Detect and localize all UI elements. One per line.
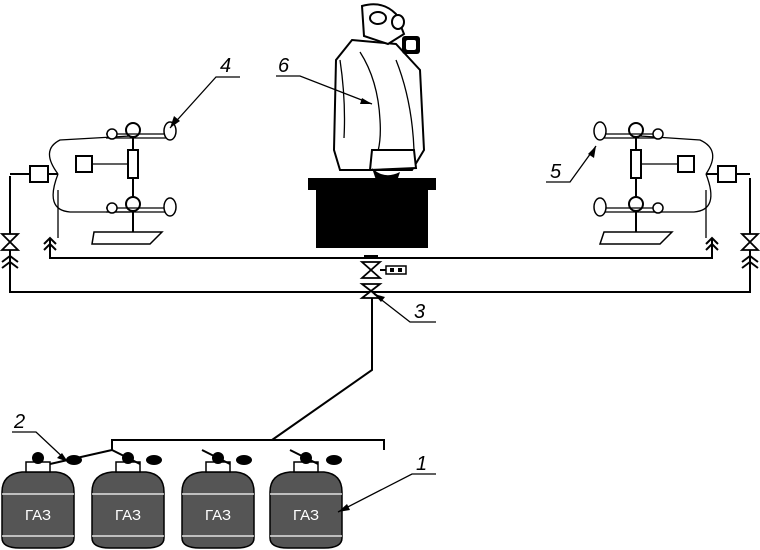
gas-cylinder: ГАЗ <box>91 449 165 549</box>
gas-cylinder: ГАЗ <box>1 449 113 549</box>
burner-assembly-right <box>593 121 760 269</box>
gas-cylinder-label: ГАЗ <box>205 507 231 524</box>
callout-3: 3 <box>414 301 425 323</box>
callout-leaders <box>12 75 597 513</box>
operator-figure <box>308 3 436 248</box>
callout-2: 2 <box>13 411 25 433</box>
gas-cylinders: ГАЗ ГАЗ ГАЗ <box>1 449 343 549</box>
gas-cylinder: ГАЗ <box>181 449 255 549</box>
gas-cylinder-label: ГАЗ <box>293 507 319 524</box>
callout-5: 5 <box>550 161 562 183</box>
burner-assembly-left <box>0 121 177 269</box>
gas-cylinder-label: ГАЗ <box>25 507 51 524</box>
callout-6: 6 <box>278 55 290 77</box>
gas-cylinder: ГАЗ <box>269 449 343 549</box>
gas-cylinder-label: ГАЗ <box>115 507 141 524</box>
callout-1: 1 <box>416 453 427 475</box>
callout-4: 4 <box>220 55 231 77</box>
